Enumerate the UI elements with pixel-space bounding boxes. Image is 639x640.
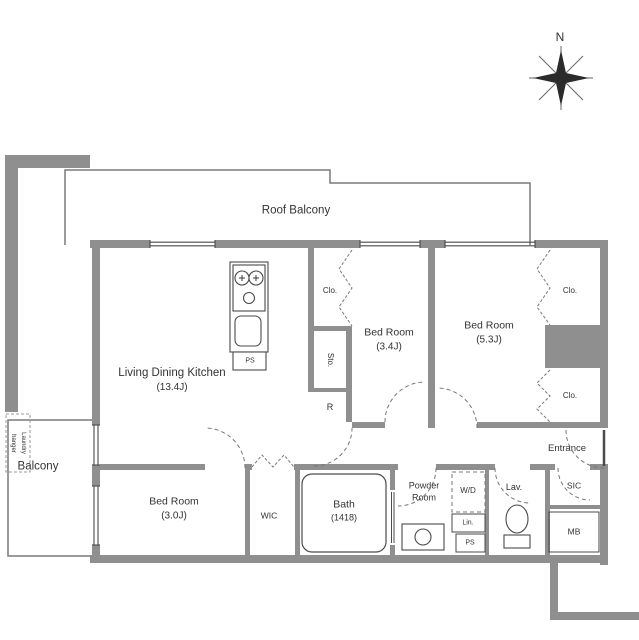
- room-label-wic: WIC: [260, 510, 278, 521]
- meter-box-label: MB: [567, 526, 581, 537]
- compass-icon: [529, 46, 593, 110]
- walls: [5, 155, 639, 620]
- laundry-hanger-zone: [5, 413, 31, 473]
- kitchen-sink-icon: [234, 315, 262, 347]
- vanity-sink-icon: [401, 523, 445, 551]
- bath-sliding-door: [391, 492, 395, 543]
- laundry-hanger-label: Laundry hanger: [10, 432, 27, 454]
- room-label-bedroom-3-4: Bed Room (3.4J): [364, 326, 414, 353]
- room-label-lavatory: Lav.: [505, 482, 523, 493]
- room-label-entrance: Entrance: [547, 442, 587, 454]
- windows: [92, 240, 536, 546]
- roof-balcony-outline: [64, 169, 531, 245]
- room-label-roof-balcony: Roof Balcony: [261, 204, 331, 217]
- door-swing-arcs: [204, 381, 605, 507]
- washer-dryer-box: [451, 471, 486, 513]
- pipe-space-utility-label: PS: [465, 539, 475, 547]
- closet-a-label: Clo.: [322, 285, 338, 295]
- compass-north-label: N: [555, 30, 565, 45]
- closet-folding-doors: [251, 249, 551, 468]
- closet-b-label: Clo.: [562, 285, 578, 295]
- linen-box: [451, 513, 486, 533]
- stove-icon: [232, 264, 266, 312]
- pipe-space-kitchen-box: [232, 351, 267, 371]
- washer-dryer-label: W/D: [460, 485, 476, 495]
- balcony-outline: [7, 419, 92, 557]
- bathtub-icon: [301, 473, 387, 553]
- toilet-icon: [503, 504, 531, 549]
- pipe-space-utility-box: [455, 533, 486, 553]
- room-label-sic: SIC: [566, 480, 582, 491]
- pipe-space-kitchen-label: PS: [245, 357, 255, 365]
- room-label-ldk: Living Dining Kitchen (13.4J): [118, 367, 226, 393]
- meter-box-outline: [548, 511, 600, 553]
- room-label-powder-room: Powder Room: [408, 480, 440, 502]
- room-label-bedroom-5-3: Bed Room (5.3J): [464, 319, 514, 346]
- refrigerator-label: R: [326, 402, 334, 413]
- storage-label: Sto.: [326, 352, 336, 368]
- room-label-bath: Bath (1418): [330, 498, 358, 522]
- room-label-balcony: Balcony: [17, 460, 59, 473]
- closet-c-label: Clo.: [562, 390, 578, 400]
- room-label-bedroom-3-0: Bed Room (3.0J): [149, 495, 199, 522]
- linen-label: Lin.: [462, 519, 474, 527]
